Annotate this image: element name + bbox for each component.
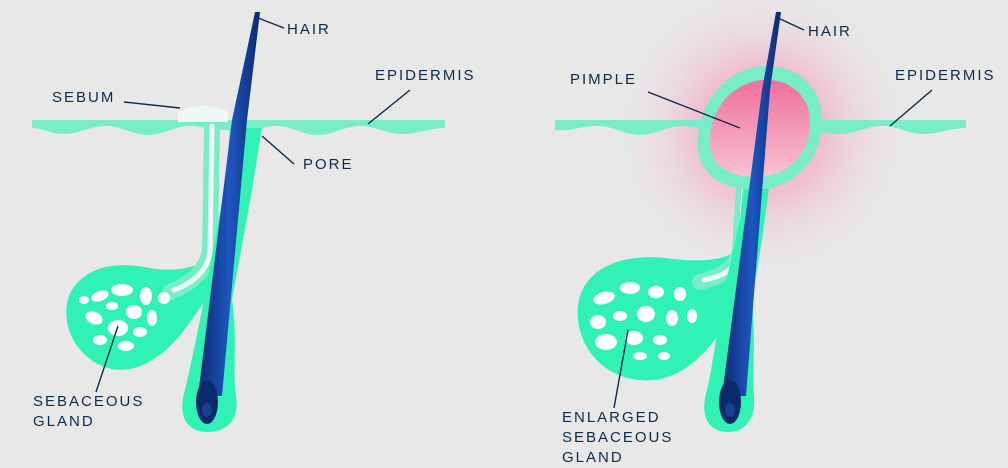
left-hair-label: HAIR [287, 20, 331, 40]
right-panel [555, 0, 966, 432]
right-hair-label: HAIR [808, 22, 852, 42]
right-epidermis-label: EPIDERMIS [895, 66, 996, 86]
left-sebum-droplet [178, 106, 228, 122]
sebum-label: SEBUM [52, 88, 115, 108]
pimple-label: PIMPLE [570, 70, 637, 90]
left-epidermis-label: EPIDERMIS [375, 66, 476, 86]
left-hair-bulb [196, 380, 218, 424]
enlarged-sebaceous-gland-label: ENLARGED SEBACEOUS GLAND [562, 408, 673, 468]
pore-label: PORE [303, 155, 354, 175]
right-hair-bulb [719, 380, 741, 424]
sebaceous-gland-label: SEBACEOUS GLAND [33, 392, 144, 432]
